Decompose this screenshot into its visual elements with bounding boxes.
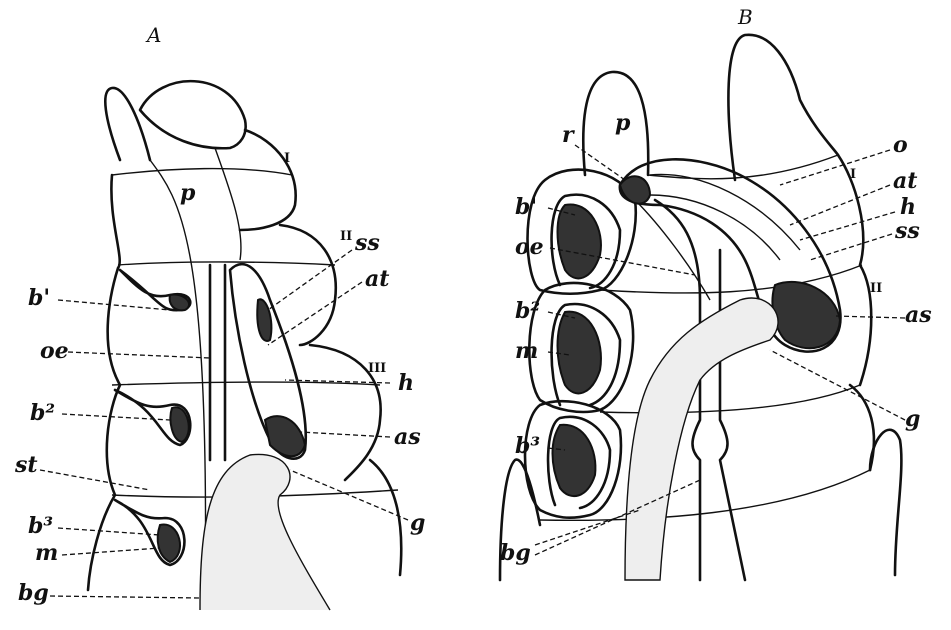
panel-a-leaders [39, 249, 409, 599]
label-p-b: p [615, 110, 631, 136]
label-g: g [410, 510, 425, 536]
segment-i-label-b: I [850, 167, 856, 182]
label-bg-b: bg [500, 540, 531, 566]
label-at: at [365, 266, 389, 292]
segment-iii-label: III [368, 361, 386, 376]
label-as: as [394, 424, 421, 450]
panel-b-leaders [534, 144, 906, 556]
label-o: o [893, 132, 908, 158]
label-st: st [14, 452, 38, 478]
label-b2-b: b² [515, 298, 540, 324]
panel-b-labels: B I II p r o at h ss b' oe as b² m g b³ … [500, 5, 932, 566]
label-bg: bg [18, 580, 49, 606]
label-m: m [35, 540, 58, 566]
label-b2: b² [30, 400, 55, 426]
label-b3-b: b³ [515, 433, 540, 459]
label-b1-b: b' [515, 194, 537, 220]
label-m-b: m [515, 338, 538, 364]
panel-b-title: B [737, 5, 753, 29]
label-h: h [398, 370, 414, 396]
label-oe: oe [40, 338, 69, 364]
label-oe-b: oe [515, 234, 544, 260]
label-g-b: g [905, 406, 920, 432]
segment-i-label: I [284, 151, 290, 166]
label-ss: ss [354, 230, 380, 256]
label-b1: b' [28, 285, 50, 311]
panel-a-drawing [86, 79, 403, 611]
label-at-b: at [893, 168, 917, 194]
label-p: p [180, 180, 196, 206]
label-r: r [562, 122, 575, 148]
label-ss-b: ss [894, 218, 920, 244]
label-as-b: as [905, 302, 932, 328]
panel-b-drawing [498, 33, 903, 582]
panel-a-labels: A I II III p ss at b' oe h b² as st g b³… [14, 23, 425, 606]
segment-ii-label: II [340, 229, 352, 244]
segment-ii-label-b: II [870, 281, 882, 296]
label-b3: b³ [28, 513, 53, 539]
panel-a-title: A [145, 23, 161, 47]
label-h-b: h [900, 194, 916, 220]
